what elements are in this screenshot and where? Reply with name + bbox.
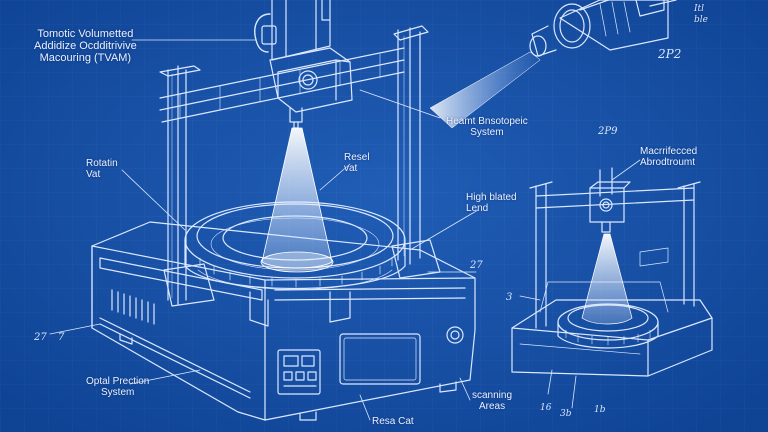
- small-machine: [511, 167, 713, 377]
- ref-27: 27: [469, 260, 483, 271]
- main-beam: [261, 127, 333, 269]
- ref-3: 3: [506, 292, 512, 303]
- corner-tag-label: Itl ble: [694, 4, 708, 25]
- main-left-column: [159, 65, 215, 307]
- rotatin-vat-label: Rotatin Vat: [86, 158, 118, 180]
- main-crossbar: [159, 47, 405, 123]
- ref-2p9: 2P9: [597, 126, 618, 137]
- ref-left-7: 7: [58, 332, 65, 343]
- resa-cat-label: Resa Cat: [372, 416, 414, 427]
- ref-2p2: 2P2: [657, 47, 681, 61]
- ref-3b: 3b: [560, 409, 572, 419]
- ref-left-27: 27: [33, 332, 47, 343]
- optical-projection-label: Optal Prection System: [86, 376, 150, 398]
- ref-1b: 1b: [594, 405, 606, 415]
- title-label: Tomotic Volumetted Addidize Ocdditrivive…: [34, 28, 137, 64]
- nozzle-beam: [429, 51, 541, 129]
- resel-vat-label: Resel vat: [344, 152, 370, 174]
- high-blated-lend-label: High blated Lend: [466, 192, 517, 214]
- small-beam: [581, 233, 633, 325]
- main-projector-head: [269, 47, 353, 129]
- micro-tag-label: Macrrifecced Abrodtroumt: [640, 146, 698, 168]
- main-right-column: [391, 25, 441, 279]
- scanning-areas-label: scanning Areas: [472, 390, 513, 412]
- ref-16: 16: [540, 403, 552, 413]
- leader-lines: [49, 39, 479, 421]
- heat-system-label: Heamt Bnsotopeic System: [446, 116, 528, 138]
- nozzle-detail: [529, 0, 677, 57]
